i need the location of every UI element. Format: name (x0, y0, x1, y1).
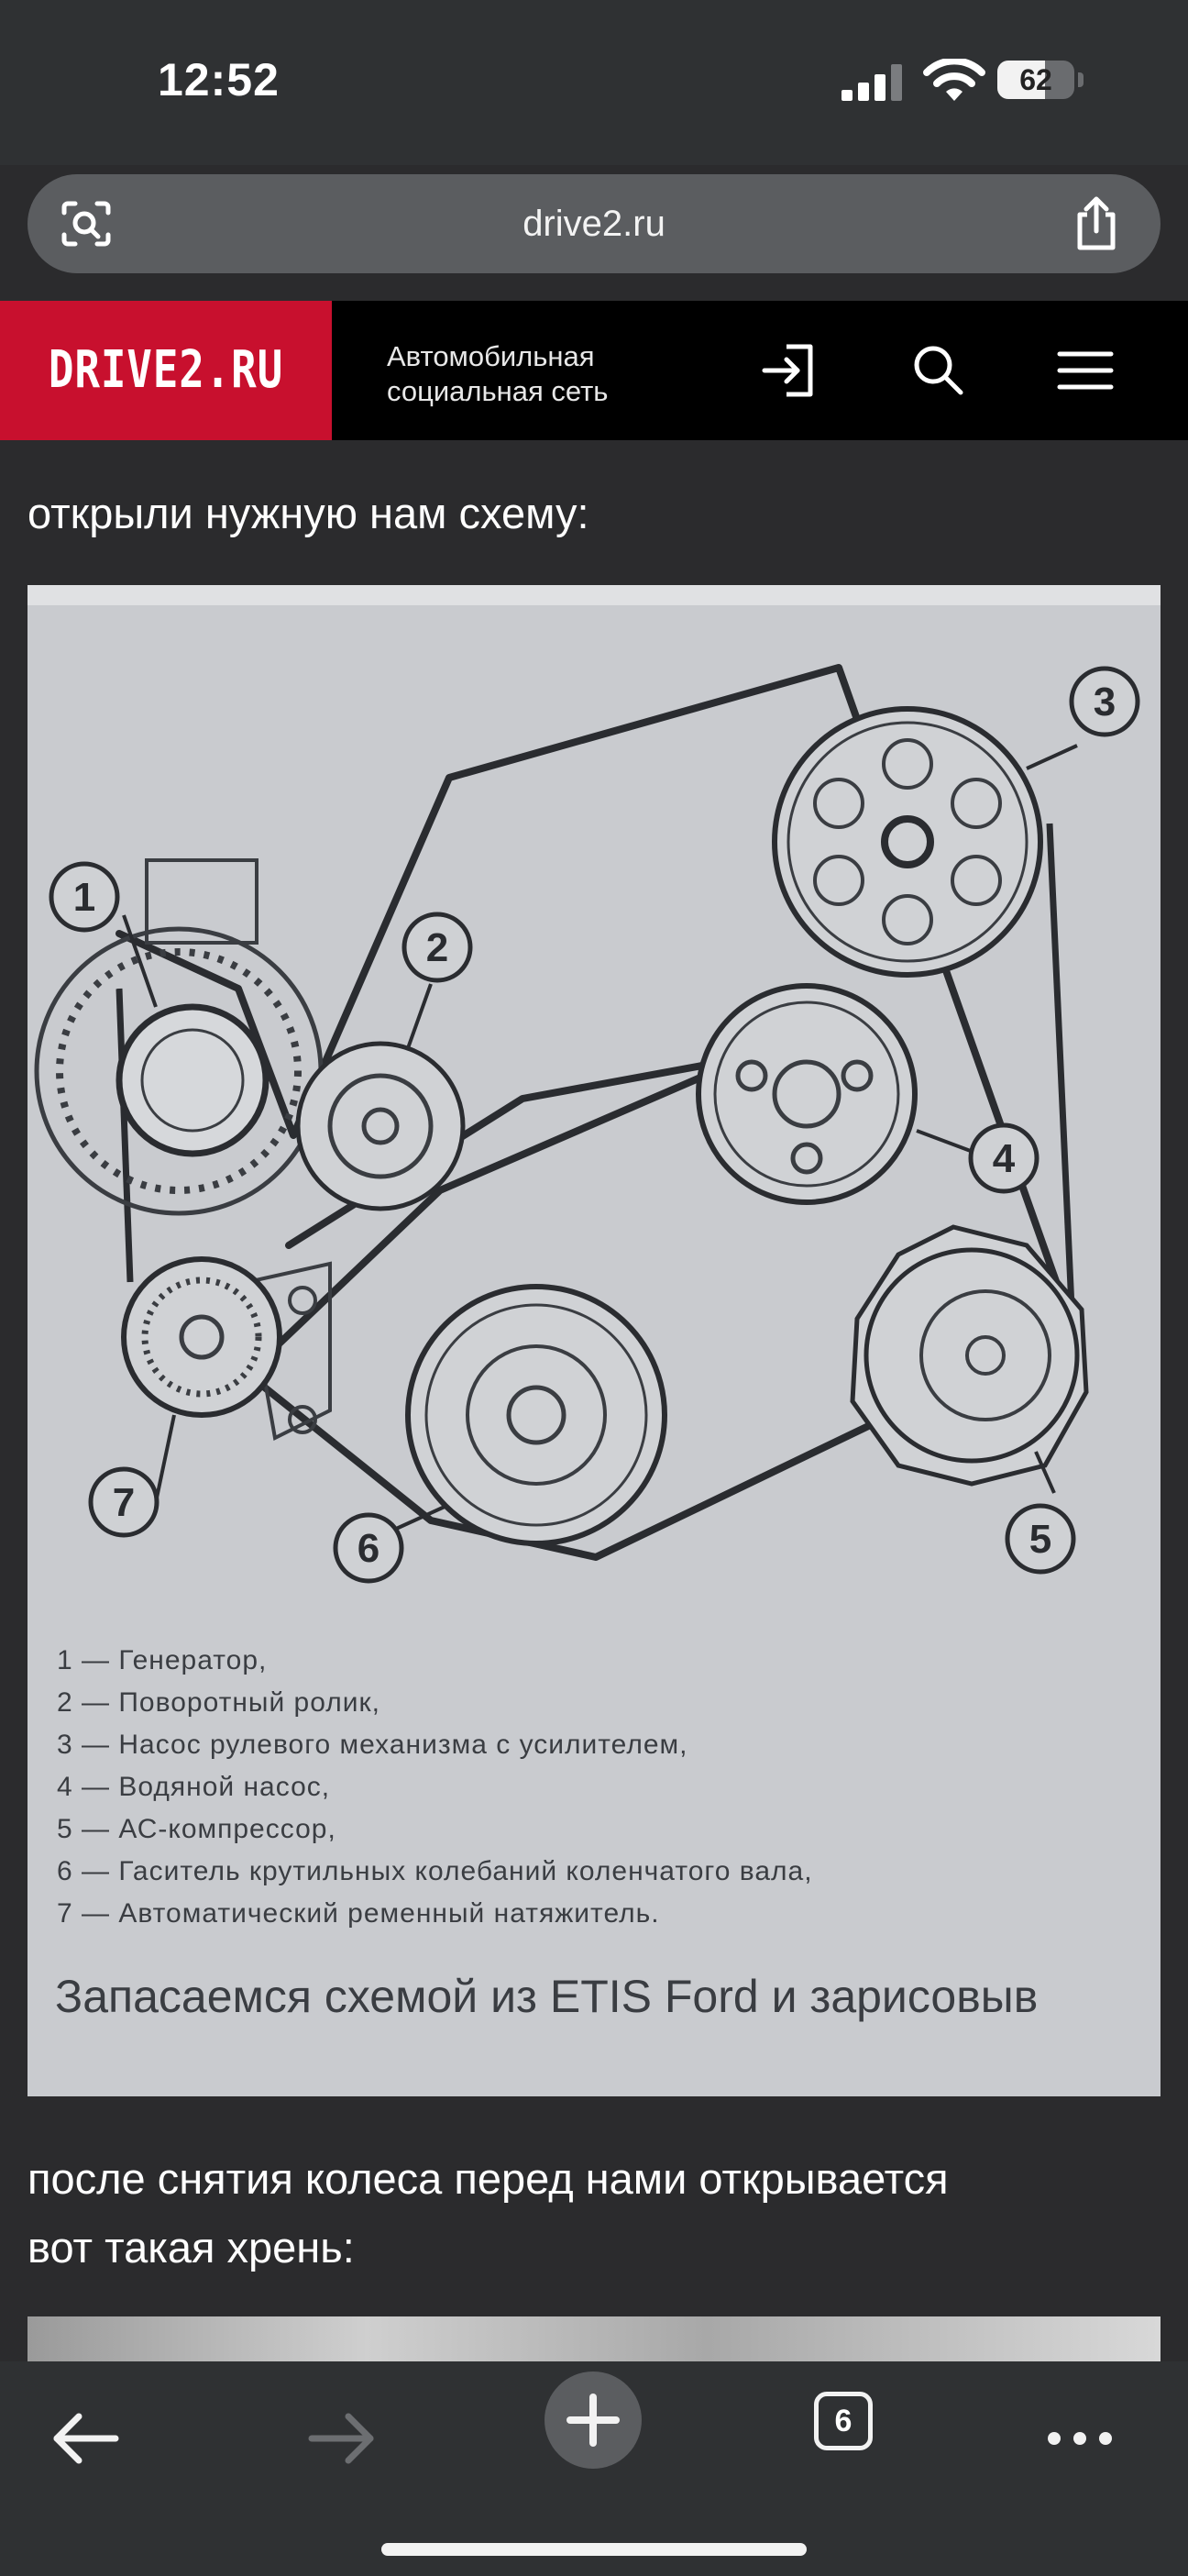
new-tab-button[interactable] (544, 2371, 642, 2469)
battery-icon: 62 (997, 61, 1085, 99)
status-time: 12:52 (158, 54, 280, 105)
diagram-legend: 1 — Генератор, 2 — Поворотный ролик, 3 —… (57, 1640, 1157, 1935)
callout-label: 6 (358, 1526, 380, 1571)
article-paragraph: после снятия колеса перед нами открывает… (28, 2154, 949, 2272)
battery-percent: 62 (1019, 63, 1052, 96)
belt-tensioner-pulley (121, 1256, 332, 1441)
search-icon[interactable] (908, 339, 970, 402)
ac-compressor-pulley (850, 1224, 1089, 1487)
legend-item: 2 — Поворотный ролик, (57, 1687, 380, 1718)
more-icon[interactable] (1036, 2394, 1124, 2482)
generator-pulley (34, 858, 324, 1216)
cellular-signal-icon (842, 64, 902, 101)
site-tagline: Автомобильная социальная сеть (387, 340, 609, 407)
back-arrow-icon[interactable] (42, 2394, 130, 2482)
url-domain[interactable]: drive2.ru (522, 204, 666, 244)
forward-arrow-icon[interactable] (297, 2394, 385, 2482)
site-logo[interactable]: DRIVE2.RU (0, 301, 332, 440)
home-indicator (381, 2543, 807, 2556)
belt-diagram-image[interactable]: 1 2 3 4 5 6 7 1 — Генератор, 2 — Поворот… (28, 585, 1160, 2096)
wifi-icon (923, 59, 985, 101)
search-lens-icon[interactable] (60, 200, 112, 248)
article-paragraph: открыли нужную нам схему: (28, 489, 589, 537)
callout-label: 7 (113, 1480, 135, 1525)
legend-item: 1 — Генератор, (57, 1645, 268, 1675)
steering-pump-pulley (772, 706, 1043, 978)
share-icon[interactable] (1069, 194, 1124, 253)
water-pump-pulley (696, 983, 918, 1205)
plus-icon (566, 2394, 620, 2447)
belt-diagram: 1 2 3 4 5 6 7 (28, 585, 1160, 2096)
login-icon[interactable] (757, 339, 820, 402)
legend-item: 3 — Насос рулевого механизма с усилителе… (57, 1730, 688, 1760)
address-bar[interactable]: drive2.ru (28, 174, 1160, 273)
callout-label: 1 (73, 875, 95, 920)
legend-item: 7 — Автоматический ременный натяжитель. (57, 1898, 660, 1929)
tab-count: 6 (834, 2404, 852, 2438)
legend-item: 5 — АС-компрессор, (57, 1814, 336, 1844)
callout-label: 2 (426, 925, 448, 970)
crankshaft-damper-pulley (405, 1284, 667, 1546)
callout-label: 5 (1029, 1517, 1051, 1562)
site-header: DRIVE2.RU Автомобильная социальная сеть (0, 301, 1188, 440)
menu-icon[interactable] (1054, 339, 1116, 402)
tabs-button[interactable]: 6 (814, 2392, 873, 2450)
callout-label: 3 (1094, 680, 1116, 724)
legend-item: 4 — Водяной насос, (57, 1772, 331, 1802)
idler-pulley (295, 1041, 466, 1211)
diagram-caption: Запасаемся схемой из ETIS Ford и зарисов… (55, 1971, 1039, 2022)
callout-label: 4 (993, 1136, 1016, 1181)
status-bar: 12:52 62 (0, 0, 1188, 165)
legend-item: 6 — Гаситель крутильных колебаний коленч… (57, 1856, 813, 1886)
